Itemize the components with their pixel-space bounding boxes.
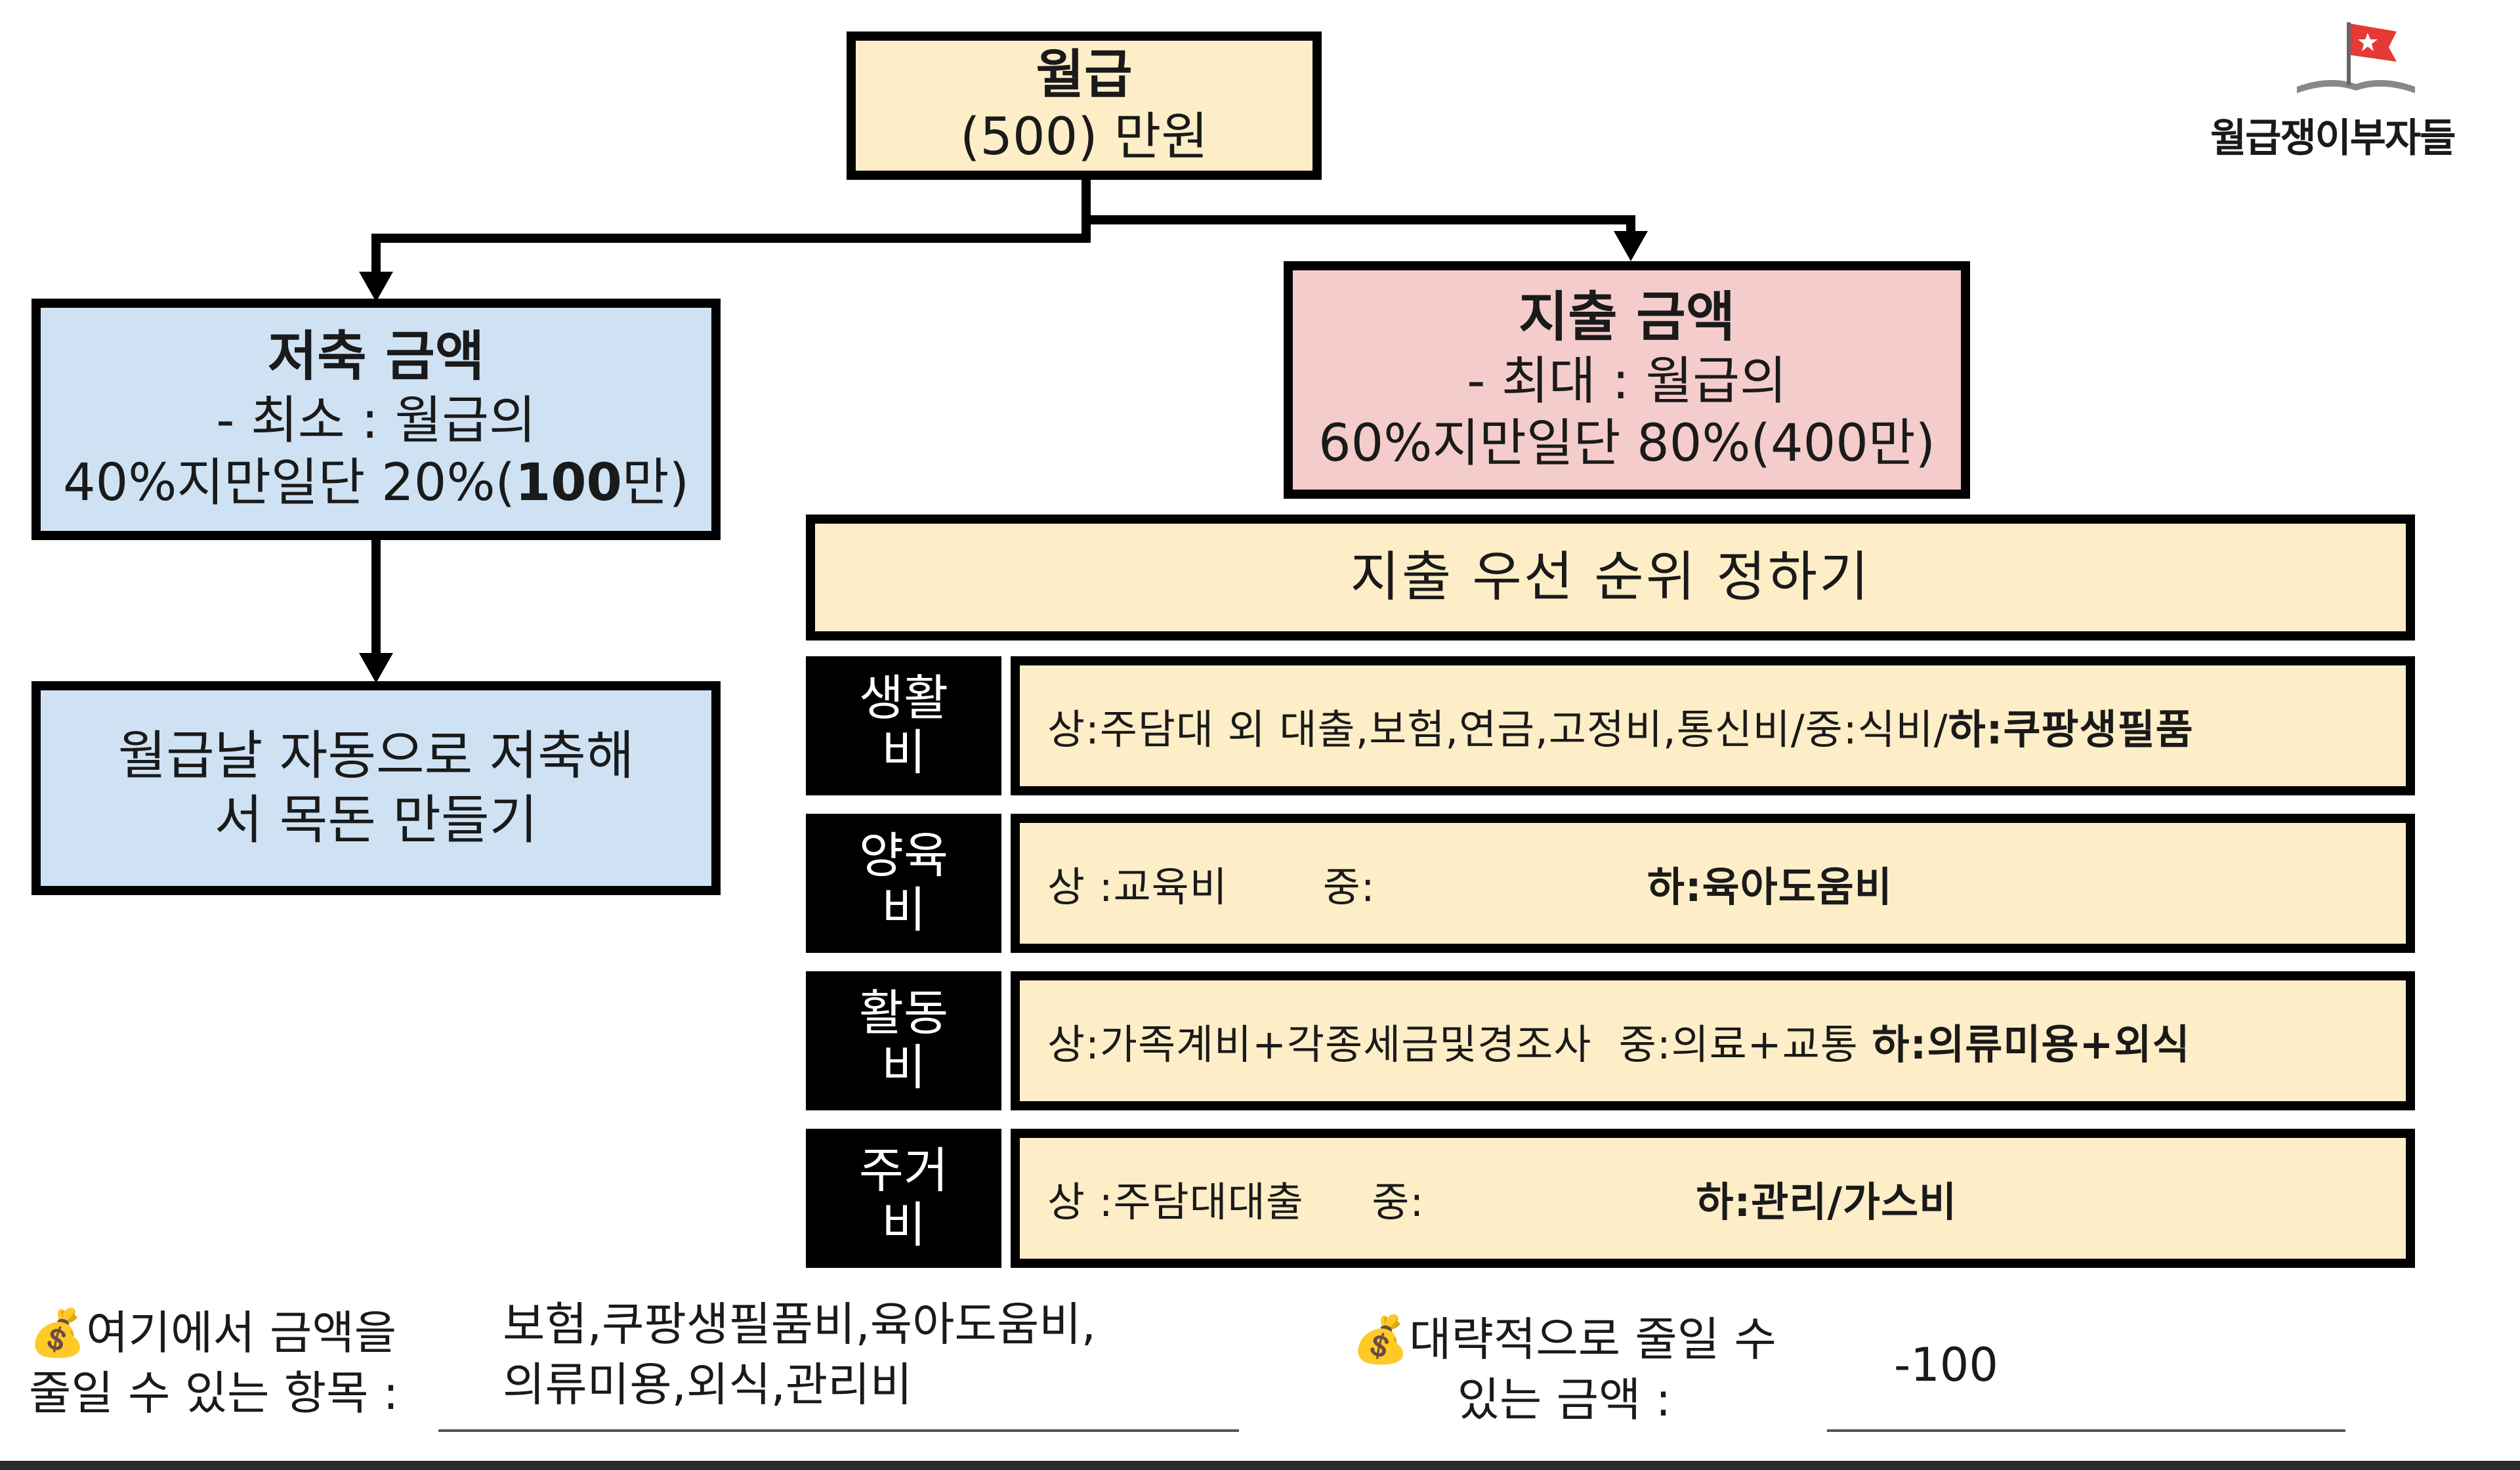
arrow-to-spending [1614, 231, 1648, 261]
category-label-housing: 주거 비 [806, 1129, 1001, 1268]
category-label-text: 비 [881, 724, 927, 781]
reducible-items-value-line2: 의류미용,외식,관리비 [503, 1358, 913, 1412]
category-row-housing: 상 :주담대대출 중: 하:관리/가스비 [1011, 1129, 2415, 1268]
category-text: 상:주담대 외 대출,보험,연금,고정비,통신비/중:식비/ [1047, 705, 1948, 753]
logo: 월급쟁이부자들 [2185, 13, 2500, 171]
savings-title: 저축 금액 [267, 325, 485, 388]
reducible-items-label-line1: 💰여기에서 금액을 [29, 1306, 397, 1360]
spending-title: 지출 금액 [1518, 285, 1736, 348]
spending-line1: - 최대 : 월급의 [1467, 351, 1787, 411]
logo-text: 월급쟁이부자들 [2210, 116, 2456, 161]
connector-left-horizontal [371, 234, 1091, 243]
connector-left-drop [371, 234, 381, 280]
spending-line2: 60%지만일단 80%(400만) [1318, 414, 1936, 474]
category-label-text: 생활 [858, 670, 949, 727]
salary-amount: (500) 만원 [959, 108, 1209, 167]
reducible-items-label-line2: 줄일 수 있는 항목 : [29, 1366, 399, 1421]
savings-line1: - 최소 : 월급의 [216, 390, 536, 450]
connector-top-stem [1082, 176, 1091, 242]
category-row-living: 상:주담대 외 대출,보험,연금,고정비,통신비/중:식비/하:쿠팡생필품 [1011, 656, 2415, 795]
category-label-text: 주거 [858, 1143, 949, 1200]
priority-header: 지출 우선 순위 정하기 [806, 514, 2415, 640]
connector-right-horizontal [1082, 215, 1635, 224]
category-label-text: 비 [881, 882, 927, 938]
reducible-amount-value: -100 [1894, 1338, 1998, 1392]
reducible-items-label: 💰여기에서 금액을 줄일 수 있는 항목 : [29, 1303, 398, 1424]
savings-line2-post: 만) [621, 453, 690, 513]
category-text: 상 :주담대대출 중: [1047, 1178, 1696, 1226]
savings-line2-bold: 100 [514, 453, 622, 513]
savings-box: 저축 금액 - 최소 : 월급의 40%지만일단 20%(100만) [32, 299, 721, 540]
arrow-to-savings [359, 272, 393, 302]
salary-box: 월급 (500) 만원 [847, 32, 1322, 180]
reducible-items-value: 보험,쿠팡생필품비,육아도움비, 의류미용,외식,관리비 [503, 1294, 1096, 1416]
category-text: 상:가족계비+각종세금및경조사 중:의료+교통 [1047, 1020, 1872, 1068]
savings-action-line2: 서 목돈 만들기 [214, 789, 538, 850]
category-row-activity: 상:가족계비+각종세금및경조사 중:의료+교통 하:의류미용+외식 [1011, 971, 2415, 1110]
category-label-text: 비 [881, 1040, 927, 1096]
category-label-childcare: 양육 비 [806, 814, 1001, 953]
category-label-living: 생활 비 [806, 656, 1001, 795]
category-low-priority: 하:육아도움비 [1647, 863, 1893, 911]
connector-savings-down [371, 535, 381, 666]
category-label-activity: 활동 비 [806, 971, 1001, 1110]
savings-action-line1: 월급날 자동으로 저축해 [117, 725, 635, 787]
reducible-amount-label-line1: 💰대략적으로 줄일 수 [1352, 1312, 1776, 1366]
category-label-text: 비 [881, 1197, 927, 1253]
bottom-border [0, 1461, 2520, 1470]
category-text: 상 :교육비 중: [1047, 863, 1647, 911]
category-low-priority: 하:쿠팡생필품 [1948, 705, 2194, 753]
reducible-amount-label: 💰대략적으로 줄일 수 있는 금액 : [1352, 1309, 1776, 1431]
savings-line2: 40%지만일단 20%(100만) [63, 452, 689, 514]
priority-title: 지출 우선 순위 정하기 [1350, 545, 1871, 608]
category-label-text: 활동 [858, 985, 949, 1042]
reducible-items-value-line1: 보험,쿠팡생필품비,육아도움비, [503, 1297, 1096, 1351]
category-row-childcare: 상 :교육비 중: 하:육아도움비 [1011, 814, 2415, 953]
category-label-text: 양육 [858, 828, 949, 885]
salary-title: 월급 [1036, 43, 1133, 105]
flag-book-icon [2297, 22, 2415, 93]
category-low-priority: 하:의류미용+외식 [1872, 1020, 2191, 1068]
reducible-amount-label-line2: 있는 금액 : [1457, 1373, 1671, 1427]
reducible-amount-underline [1827, 1429, 2345, 1432]
category-low-priority: 하:관리/가스비 [1696, 1178, 1958, 1226]
savings-action-box: 월급날 자동으로 저축해 서 목돈 만들기 [32, 681, 721, 895]
savings-line2-pre: 40%지만일단 20%( [62, 453, 515, 513]
reducible-items-underline [438, 1429, 1239, 1432]
arrow-to-savings-action [359, 653, 393, 683]
spending-box: 지출 금액 - 최대 : 월급의 60%지만일단 80%(400만) [1284, 261, 1970, 499]
